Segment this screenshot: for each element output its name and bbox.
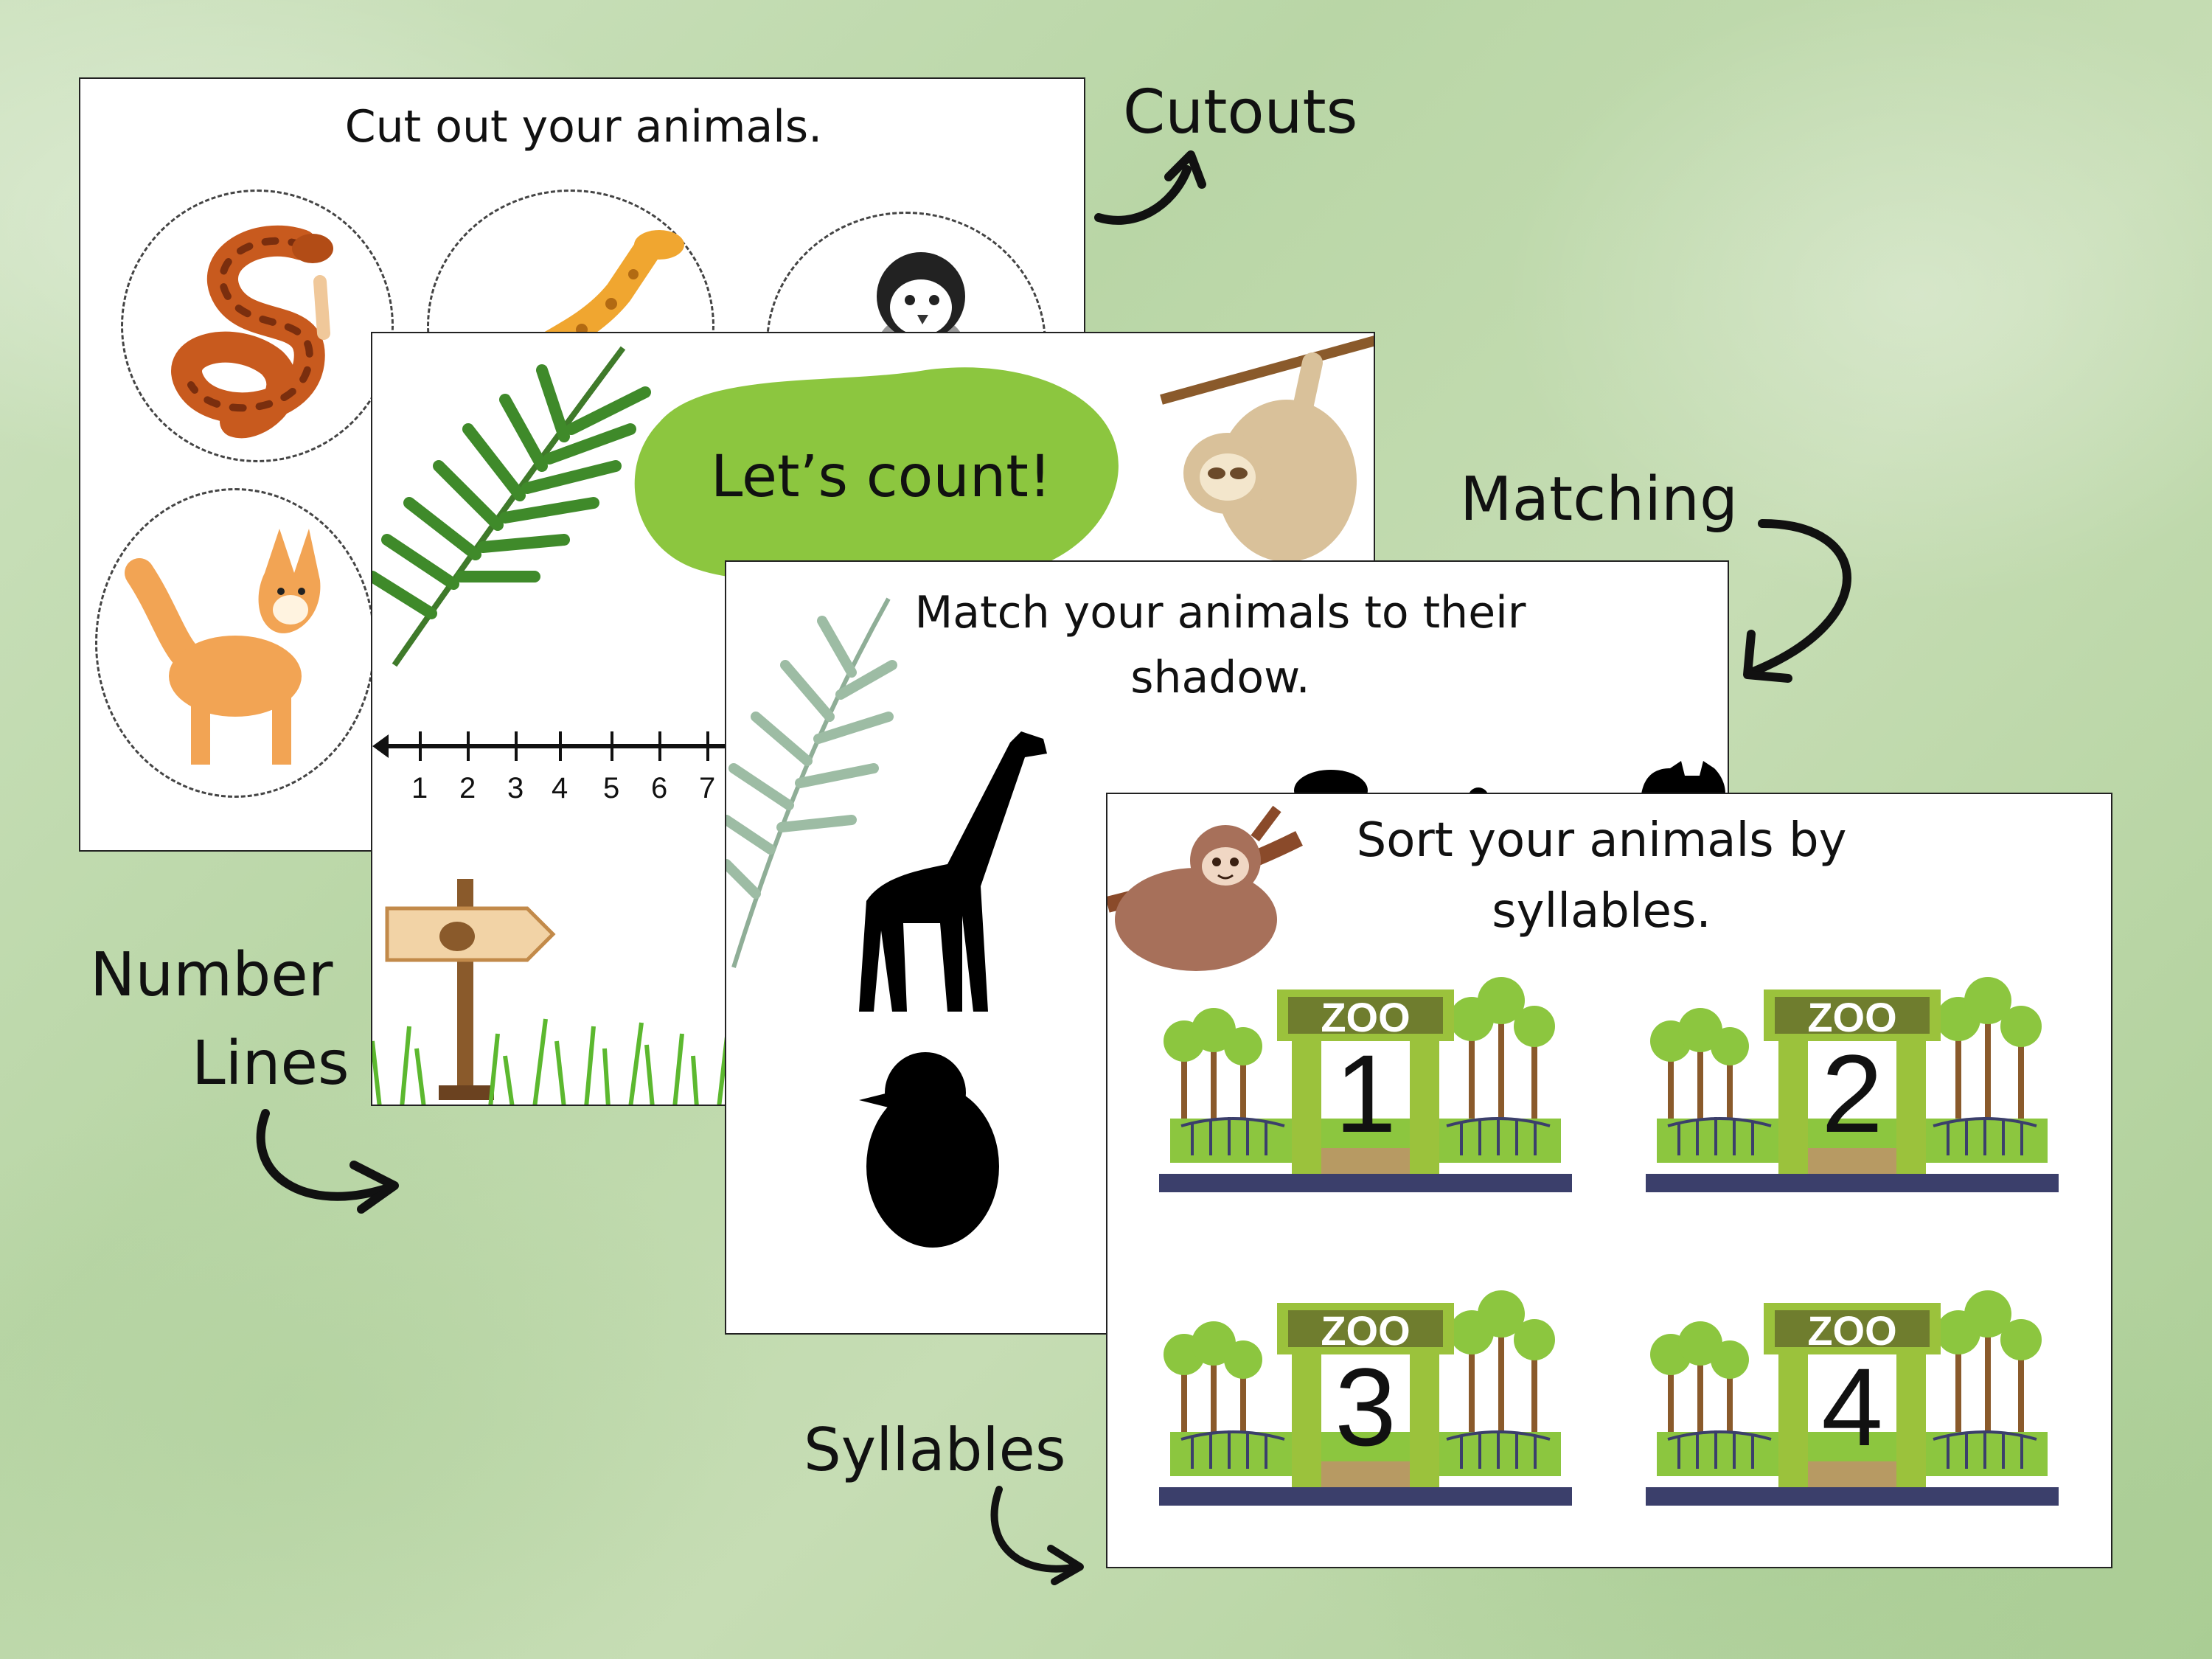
sorting-instruction: Sort your animals by syllables. <box>1356 813 1847 939</box>
label-cutouts: Cutouts <box>1123 77 1358 147</box>
syllable-number: 1 <box>1335 1032 1397 1155</box>
number-line-label: 7 <box>699 772 716 804</box>
zoo-sign: ZOO <box>1321 994 1411 1040</box>
zoo-sign: ZOO <box>1807 994 1897 1040</box>
curved-arrow-icon <box>1743 519 1851 683</box>
label-number-lines-2: Lines <box>192 1029 349 1099</box>
counting-title: Let’s count! <box>710 444 1052 510</box>
fox-icon <box>125 529 321 765</box>
label-syllables: Syllables <box>804 1416 1066 1484</box>
number-line-label: 4 <box>552 772 568 804</box>
penguin-silhouette-icon <box>859 1052 999 1248</box>
syllable-number: 3 <box>1335 1345 1397 1469</box>
number-line-label: 2 <box>459 772 476 804</box>
snake-icon <box>171 225 333 439</box>
palm-leaf-icon <box>372 346 651 667</box>
sloth-icon <box>1107 805 1303 971</box>
giraffe-silhouette-icon <box>859 731 1047 1012</box>
zoo-gate-icon <box>1159 977 1572 1192</box>
number-line-label: 1 <box>411 772 428 804</box>
zoo-gate-icon <box>1646 1290 2059 1506</box>
matching-instruction: Match your animals to their shadow. <box>914 587 1526 703</box>
palm-leaf-icon <box>726 597 897 968</box>
curved-arrow-icon <box>1094 150 1206 225</box>
zoo-sign: ZOO <box>1807 1307 1897 1354</box>
sloth-icon <box>1160 335 1374 562</box>
title-blob <box>634 367 1119 580</box>
number-line-label: 5 <box>603 772 620 804</box>
curved-arrow-icon <box>990 1486 1084 1585</box>
number-line-tick-marks <box>419 731 709 761</box>
label-matching: Matching <box>1460 465 1739 535</box>
zoo-gate-icon <box>1159 1290 1572 1506</box>
signpost-icon <box>385 879 556 1100</box>
grass-icon <box>372 1018 730 1105</box>
zoo-sign: ZOO <box>1321 1307 1411 1354</box>
curved-arrow-icon <box>256 1109 399 1214</box>
label-number-lines-1: Number <box>90 940 333 1010</box>
cutouts-instruction: Cut out your animals. <box>344 101 823 153</box>
number-line-label: 3 <box>507 772 524 804</box>
syllable-number: 4 <box>1821 1345 1883 1469</box>
zoo-gate-icon <box>1646 977 2059 1192</box>
cutout-circle <box>121 189 394 462</box>
number-line-label: 6 <box>651 772 668 804</box>
syllable-number: 2 <box>1821 1032 1883 1155</box>
